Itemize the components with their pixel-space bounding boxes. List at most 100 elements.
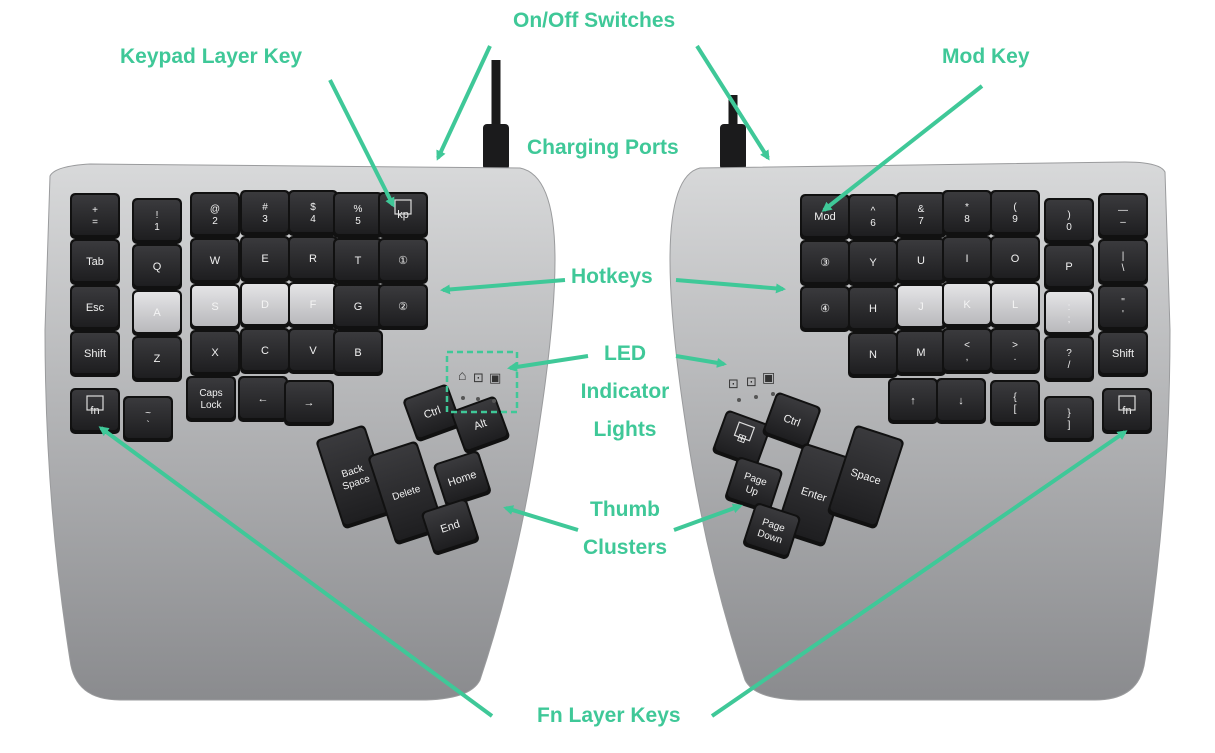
key-legend: %	[354, 204, 363, 215]
key-symbol: |\	[1098, 239, 1148, 285]
key-legend: G	[354, 301, 363, 313]
key-w: W	[190, 238, 240, 284]
key-legend: @	[210, 204, 220, 215]
key-1: !1	[132, 198, 182, 244]
key-l: L	[990, 282, 1040, 328]
key-legend: ①	[398, 255, 408, 267]
key-legend: →	[304, 397, 315, 409]
key-mod: Mod	[800, 194, 850, 240]
key-legend: ^	[871, 206, 876, 217]
key-legend: ④	[820, 303, 830, 315]
key-legend: >	[1012, 340, 1018, 351]
label-led-line3: Lights	[593, 418, 657, 441]
key-legend: ~	[145, 408, 151, 419]
label-hotkeys: Hotkeys	[571, 265, 653, 288]
label-charging-ports: Charging Ports	[527, 136, 679, 159]
key-legend: )	[1067, 210, 1070, 221]
key-legend: 2	[212, 216, 218, 227]
key-legend: 1	[154, 222, 160, 233]
key-symbol: ~`	[123, 396, 173, 442]
key-symbol: →	[284, 380, 334, 426]
label-keypad-layer-key: Keypad Layer Key	[120, 45, 303, 68]
key-legend: Tab	[86, 256, 104, 268]
key-t: T	[333, 238, 383, 284]
key-legend: \	[1122, 263, 1125, 274]
key-legend: !	[156, 210, 159, 221]
key-legend: ;	[1068, 314, 1071, 325]
key-legend: Ctrl	[422, 404, 442, 421]
key-legend: ]	[1068, 420, 1071, 431]
key-legend: <	[964, 340, 970, 351]
key-symbol: ↓	[936, 378, 986, 424]
key-legend: Shift	[1112, 348, 1134, 360]
key-k: K	[942, 282, 992, 328]
label-fn-layer-keys: Fn Layer Keys	[537, 704, 681, 727]
key-p: P	[1044, 244, 1094, 290]
key-legend: Alt	[472, 417, 488, 433]
label-led-line2: Indicator	[580, 380, 670, 403]
key-legend: 7	[918, 216, 924, 227]
key-legend: S	[211, 301, 218, 313]
key-legend: #	[262, 202, 268, 213]
key-symbol: <,	[942, 328, 992, 374]
key-e: E	[240, 236, 290, 282]
left-led-indicators: ⌂ ⊡ ▣	[445, 350, 519, 414]
key-legend: "	[1121, 297, 1125, 308]
key-legend: Q	[153, 261, 162, 273]
key-legend: {	[1013, 392, 1017, 403]
key-legend: O	[1011, 253, 1020, 265]
key-g: G	[333, 284, 383, 330]
key-legend: 5	[355, 216, 361, 227]
key-legend: ⊞	[735, 432, 748, 446]
keypad-indicator-icon: ▣	[489, 370, 501, 385]
key-legend: Caps	[199, 388, 222, 399]
key-legend: 6	[870, 218, 876, 229]
right-led-indicators: ⊡ ⊡ ▣	[728, 369, 775, 402]
key-legend: X	[211, 347, 219, 359]
key-legend: =	[92, 217, 98, 228]
key-symbol: ⊞	[712, 410, 771, 468]
key-u: U	[896, 238, 946, 284]
key-legend: J	[918, 301, 924, 313]
key-legend: M	[916, 347, 925, 359]
key-legend: —	[1118, 205, 1128, 216]
key-b: B	[333, 330, 383, 376]
key-h: H	[848, 286, 898, 332]
key-7: &7	[896, 192, 946, 238]
label-thumb-line2: Clusters	[582, 536, 668, 559]
key-m: M	[896, 330, 946, 376]
keypad-icon	[394, 199, 412, 215]
key-legend: F	[310, 299, 317, 311]
key-5: %5	[333, 192, 383, 238]
key-symbol: —–	[1098, 193, 1148, 239]
key-6: ^6	[848, 194, 898, 240]
key-symbol: ①	[378, 238, 428, 284]
key-n: N	[848, 332, 898, 378]
key-legend: R	[309, 253, 317, 265]
key-8: *8	[942, 190, 992, 236]
key-legend: ②	[398, 301, 408, 313]
key-legend: P	[1065, 261, 1072, 273]
key-c: C	[240, 328, 290, 374]
label-on-off-switches: On/Off Switches	[513, 9, 676, 32]
key-legend: B	[354, 347, 361, 359]
key-legend: &	[918, 204, 925, 215]
key-symbol: "'	[1098, 285, 1148, 331]
key-legend: *	[965, 202, 969, 213]
key-shift: Shift	[1098, 331, 1148, 377]
key-legend: fn	[1122, 405, 1131, 417]
key-legend: ,	[966, 352, 969, 363]
key-legend: `	[146, 419, 149, 431]
windows-icon	[733, 421, 756, 442]
key-symbol: ②	[378, 284, 428, 330]
key-d: D	[240, 282, 290, 328]
key-tab: Tab	[70, 239, 120, 285]
key-legend: Lock	[200, 400, 222, 411]
key-legend: Esc	[86, 302, 105, 314]
key-x: X	[190, 330, 240, 376]
